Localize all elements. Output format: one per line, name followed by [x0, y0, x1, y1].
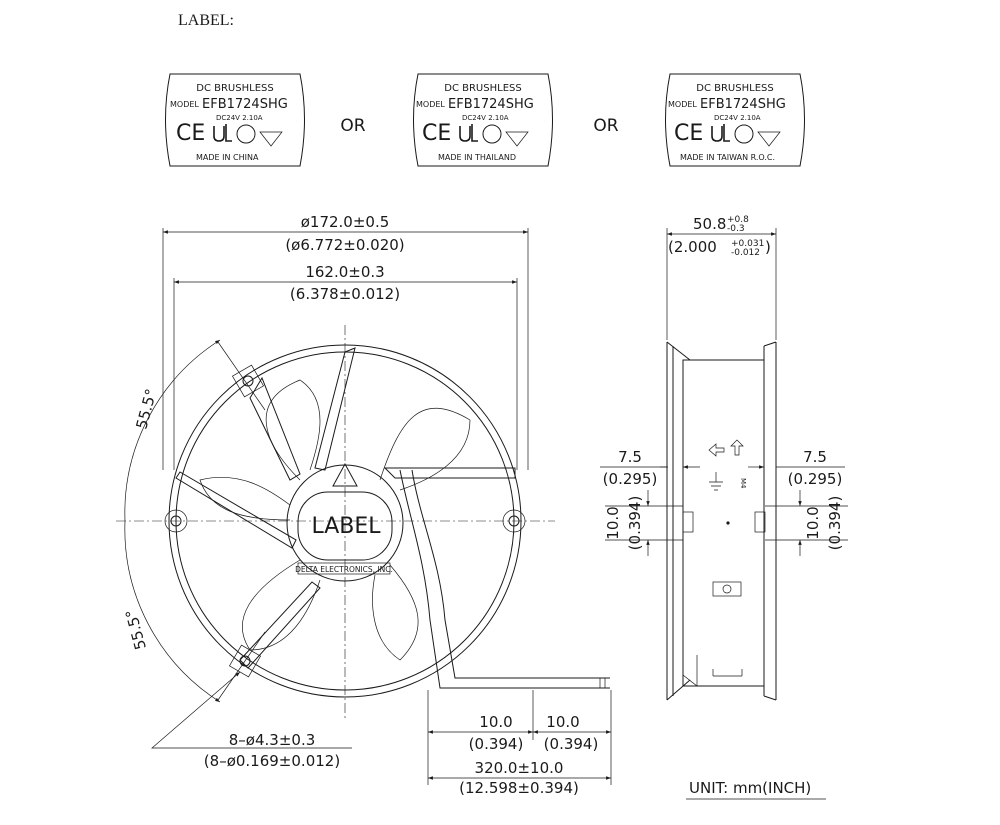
fan-frame-outer — [168, 344, 522, 698]
label-model-prefix: MODEL — [416, 100, 445, 109]
label-section-title: LABEL: — [178, 12, 234, 29]
holes-leader — [151, 671, 352, 749]
hub-brand-box — [297, 562, 391, 575]
depth-in-tol-plus: +0.031 — [731, 239, 764, 249]
label-line1: DC BRUSHLESS — [696, 83, 773, 94]
angle-bottom-label: 55.5° — [122, 607, 150, 651]
left-slot — [682, 511, 694, 533]
label-variant-taiwan: DC BRUSHLESS MODEL EFB1724SHG DC24V 2.10… — [665, 73, 805, 167]
arrow-left-icon — [708, 443, 725, 457]
depth-in-tol-minus: -0.012 — [731, 248, 760, 258]
dim-hole-mm: 162.0±0.3 — [305, 263, 384, 281]
arrow-up-icon — [730, 439, 744, 456]
dim-hole-in: (6.378±0.012) — [290, 285, 400, 303]
left-flange-mm: 7.5 — [618, 448, 642, 466]
lead-pitch2-in: (0.394) — [544, 735, 599, 753]
right-flange-mm: 7.5 — [803, 448, 827, 466]
label-model: EFB1724SHG — [700, 97, 786, 112]
label-origin: MADE IN TAIWAN R.O.C. — [680, 153, 775, 162]
side-body — [682, 359, 765, 687]
delta-logo-icon — [332, 462, 358, 487]
dim-outer-mm: ø172.0±0.5 — [301, 213, 390, 231]
ul-mark-icon — [213, 124, 232, 142]
label-rating: DC24V 2.10A — [216, 114, 263, 122]
depth-tol-minus: -0.3 — [727, 224, 745, 234]
ul-mark-icon — [711, 124, 730, 142]
label-model: EFB1724SHG — [202, 97, 288, 112]
hub-brand-text: DELTA ELECTRONICS, INC. — [295, 565, 393, 574]
ce-mark-icon: CE — [674, 121, 703, 146]
label-model: EFB1724SHG — [448, 97, 534, 112]
vde-mark-icon — [757, 131, 781, 147]
screw-mark: M4 — [739, 478, 747, 489]
label-origin: MADE IN CHINA — [196, 153, 259, 162]
dim-outer-in: (ø6.772±0.020) — [285, 236, 404, 254]
right-slot-mm: 10.0 — [804, 506, 822, 539]
ground-symbol-icon — [709, 472, 723, 491]
fan-struts — [175, 347, 516, 669]
lead-wire-lower — [411, 469, 610, 679]
csa-mark-icon — [734, 124, 754, 144]
depth-tol-plus: +0.8 — [727, 215, 749, 225]
angle-arc-top — [124, 339, 221, 522]
left-flange-in: (0.295) — [603, 470, 658, 488]
angle-arc-bottom — [124, 520, 221, 703]
mount-hole — [164, 509, 188, 533]
hub-label-text: LABEL — [311, 514, 381, 539]
vde-mark-icon — [259, 131, 283, 147]
holes-in: (8–ø0.169±0.012) — [204, 752, 340, 770]
lead-wire-ends — [599, 678, 606, 688]
ce-mark-icon: CE — [176, 121, 205, 146]
holes-mm: 8–ø4.3±0.3 — [229, 731, 316, 749]
depth-in-close: ) — [765, 238, 771, 256]
unit-note: UNIT: mm(INCH) — [689, 779, 811, 797]
lead-pitch1-mm: 10.0 — [479, 713, 512, 731]
mount-hole — [228, 644, 262, 678]
or-separator: OR — [340, 116, 365, 136]
vde-mark-icon — [505, 131, 529, 147]
front-view: ø172.0±0.5 (ø6.772±0.020) 162.0±0.3 (6.3… — [116, 213, 612, 797]
side-view: 50.8 +0.8 -0.3 (2.000 +0.031 -0.012 ) M4… — [600, 215, 848, 701]
ul-mark-icon — [459, 124, 478, 142]
depth-mm: 50.8 — [693, 215, 726, 233]
depth-in: (2.000 — [668, 238, 717, 256]
label-rating: DC24V 2.10A — [462, 114, 509, 122]
left-slot-mm: 10.0 — [604, 506, 622, 539]
right-slot-in: (0.394) — [826, 496, 844, 551]
label-rating: DC24V 2.10A — [714, 114, 761, 122]
lead-length-in: (12.598±0.394) — [459, 779, 579, 797]
left-slot-in: (0.394) — [626, 496, 644, 551]
angle-top-label: 55.5° — [132, 387, 160, 431]
label-model-prefix: MODEL — [668, 100, 697, 109]
label-line1: DC BRUSHLESS — [444, 83, 521, 94]
ce-mark-icon: CE — [422, 121, 451, 146]
side-flanges — [666, 342, 777, 700]
label-model-prefix: MODEL — [170, 100, 199, 109]
right-flange-in: (0.295) — [788, 470, 843, 488]
or-separator: OR — [593, 116, 618, 136]
lead-pitch1-in: (0.394) — [469, 735, 524, 753]
lead-length-mm: 320.0±10.0 — [475, 759, 564, 777]
right-slot — [754, 511, 766, 533]
label-variant-thailand: DC BRUSHLESS MODEL EFB1724SHG DC24V 2.10… — [413, 73, 553, 167]
label-variant-china: DC BRUSHLESS MODEL EFB1724SHG DC24V 2.10… — [165, 73, 305, 167]
label-origin: MADE IN THAILAND — [438, 153, 516, 162]
lead-wire-upper — [399, 469, 610, 689]
mount-hole — [502, 509, 526, 533]
lead-exit — [712, 581, 742, 597]
label-line1: DC BRUSHLESS — [196, 83, 273, 94]
csa-mark-icon — [482, 124, 502, 144]
csa-mark-icon — [236, 124, 256, 144]
lead-pitch2-mm: 10.0 — [546, 713, 579, 731]
